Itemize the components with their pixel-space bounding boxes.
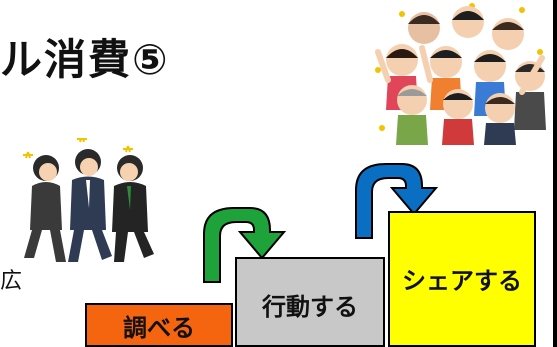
slide-title: ル消費⑤ [0,35,170,84]
cheering-crowd-illustration [372,0,552,145]
step-investigate: 調べる [85,303,233,347]
slide-right-border [553,0,557,347]
side-text-fragment: 広 [0,269,23,294]
step-act-label: 行動する [262,293,358,321]
step-act: 行動する [235,257,385,347]
step-share: シェアする [388,211,536,347]
step-investigate-label: 調べる [123,313,195,342]
blue-uturn-arrow-icon [350,156,442,242]
step-share-label: シェアする [402,267,522,295]
business-people-running-illustration [18,138,158,268]
green-uturn-arrow-icon [198,200,290,286]
